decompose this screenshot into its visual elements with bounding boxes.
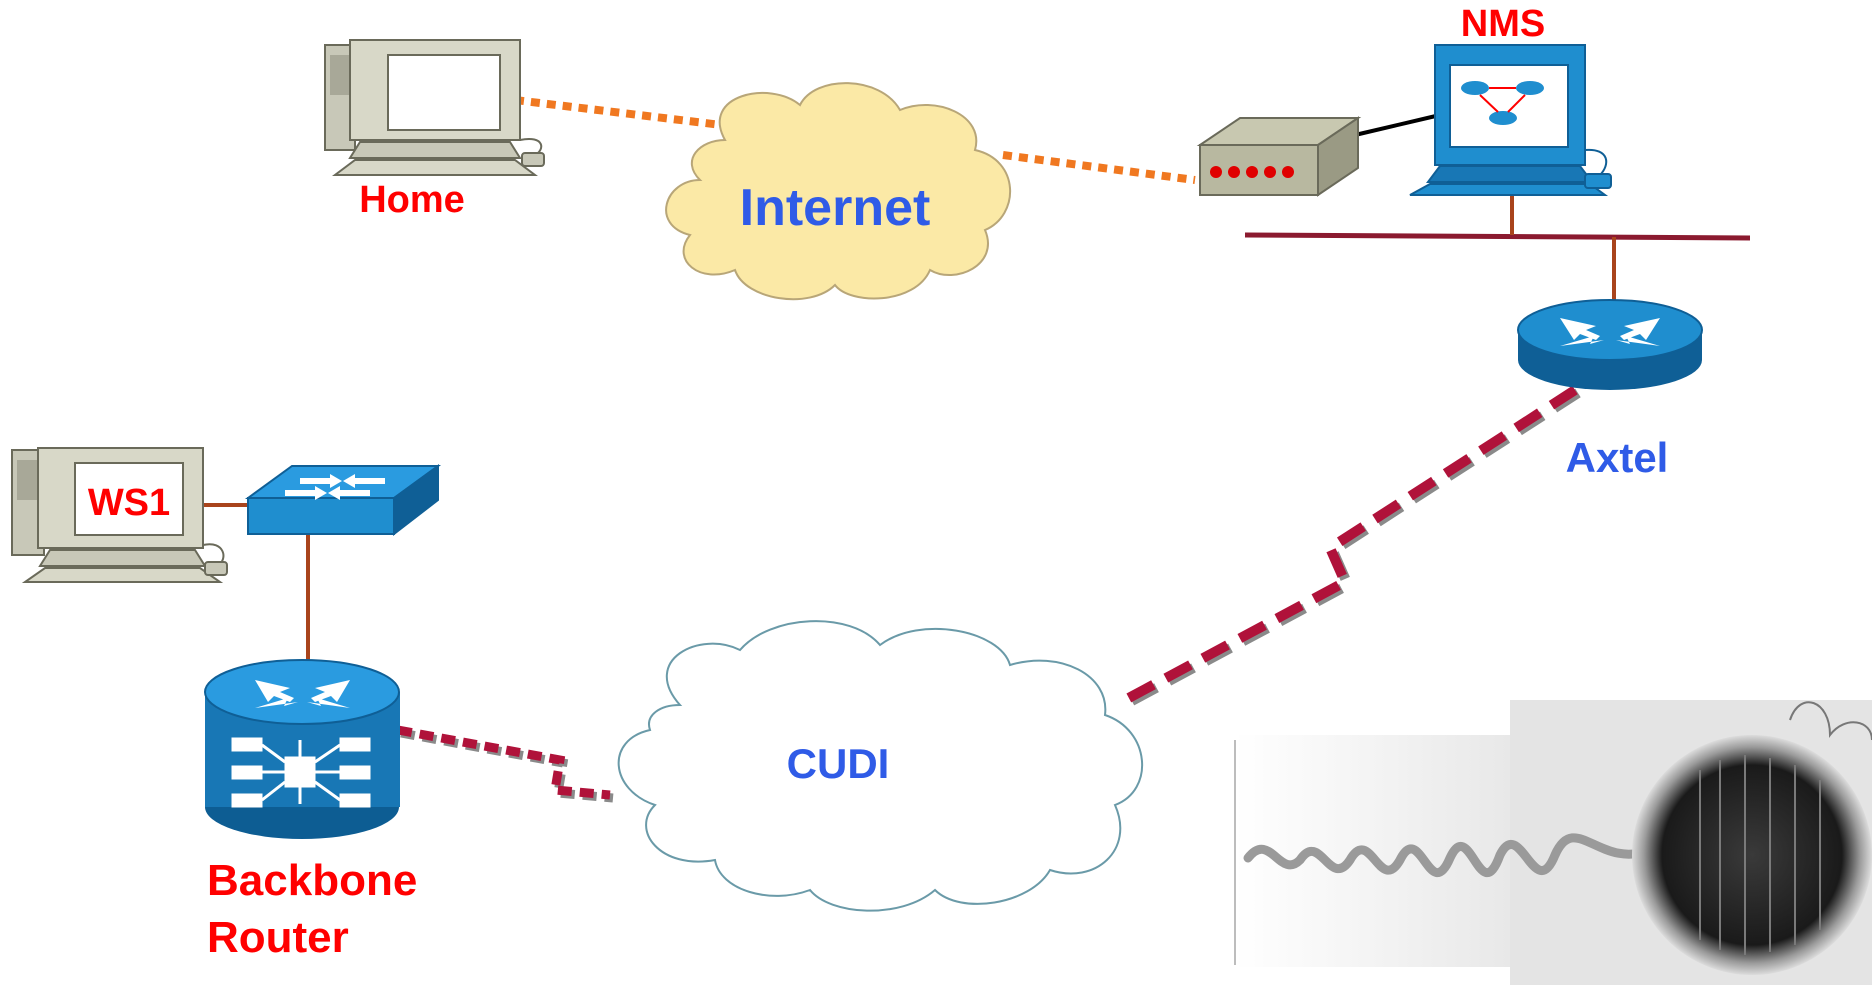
modem-icon — [1196, 116, 1362, 197]
home-internet-link — [514, 96, 739, 131]
modem-nms-link — [1354, 113, 1441, 137]
cudi-cloud-icon — [617, 620, 1144, 912]
backbone-label-line2: Router — [207, 913, 349, 962]
axtel-label: Axtel — [1566, 434, 1669, 481]
pc-home-icon — [324, 39, 545, 176]
internet-label: Internet — [740, 179, 931, 237]
axtel-cudi-wan-link — [1122, 385, 1581, 708]
backbone-label-line1: Backbone — [207, 856, 417, 905]
pc-ws1-icon — [11, 447, 228, 583]
router-axtel-icon — [1517, 299, 1703, 390]
backbone-cudi-wan-link — [397, 725, 614, 803]
pc-nms-icon — [1409, 44, 1612, 196]
nms-label: NMS — [1461, 3, 1545, 45]
internet-modem-link — [1002, 151, 1196, 184]
ws1-label: WS1 — [88, 482, 170, 524]
lan-bus — [1244, 232, 1751, 241]
decorative-graphic — [1234, 700, 1872, 985]
links — [202, 96, 1751, 803]
internet-cloud-icon — [665, 82, 1011, 301]
switch-icon — [244, 464, 442, 537]
backbone-router-icon — [204, 659, 400, 839]
cudi-label: CUDI — [787, 740, 890, 787]
home-label: Home — [359, 179, 465, 221]
